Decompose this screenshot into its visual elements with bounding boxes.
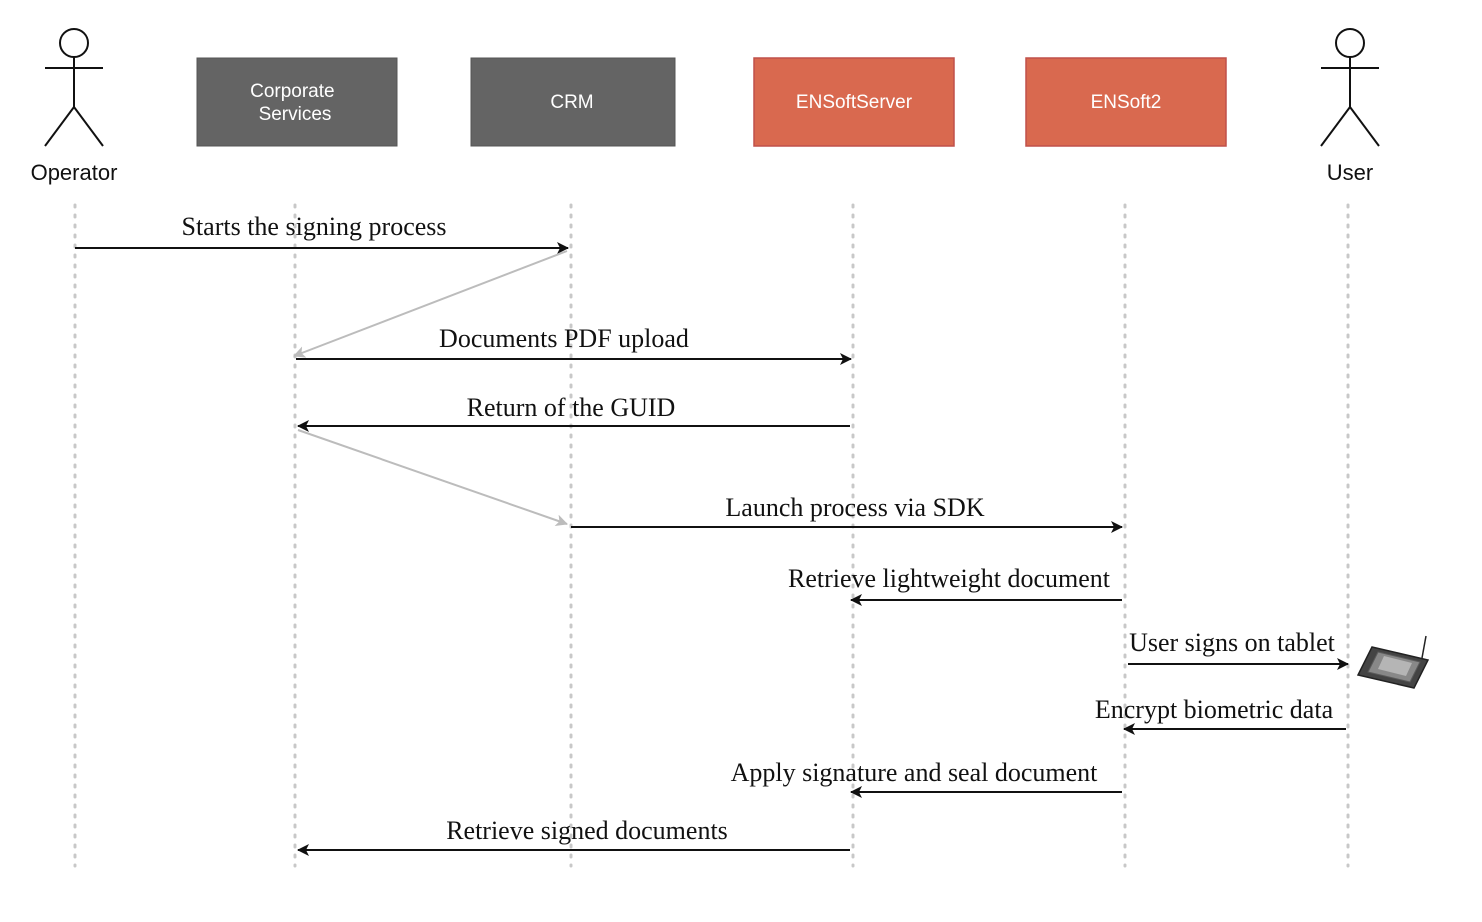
- message-label-9: Retrieve signed documents: [446, 816, 728, 845]
- participant-box-corporate-services: [196, 57, 398, 147]
- participant-label-corporate-services: Corporate Services: [250, 81, 340, 125]
- message-label-3: Return of the GUID: [467, 393, 676, 422]
- stick-figure-icon: [1320, 28, 1380, 147]
- participant-box-ensoftserver: [753, 57, 955, 147]
- participant-box-ensoft2: [1025, 57, 1227, 147]
- message-label-2: Documents PDF upload: [439, 324, 689, 353]
- message-label-7: Encrypt biometric data: [1095, 695, 1334, 724]
- message-label-6: User signs on tablet: [1129, 628, 1336, 657]
- participant-label-ensoftserver: ENSoftServer: [796, 92, 913, 113]
- stick-figure-icon: [44, 28, 104, 147]
- signature-tablet-icon: [1356, 635, 1430, 689]
- participant-box-crm: [470, 57, 676, 147]
- message-label-4: Launch process via SDK: [725, 493, 984, 522]
- return-arrow-crm-to-corporate: [293, 250, 568, 358]
- return-arrow-corporate-to-crm: [297, 429, 568, 527]
- participant-label-crm: CRM: [550, 92, 593, 113]
- message-label-8: Apply signature and seal document: [731, 758, 1099, 787]
- message-label-5: Retrieve lightweight document: [788, 564, 1111, 593]
- actor-label-user: User: [1327, 160, 1373, 185]
- actor-label-operator: Operator: [31, 160, 118, 185]
- message-label-1: Starts the signing process: [181, 212, 446, 241]
- participant-label-ensoft2: ENSoft2: [1091, 92, 1162, 113]
